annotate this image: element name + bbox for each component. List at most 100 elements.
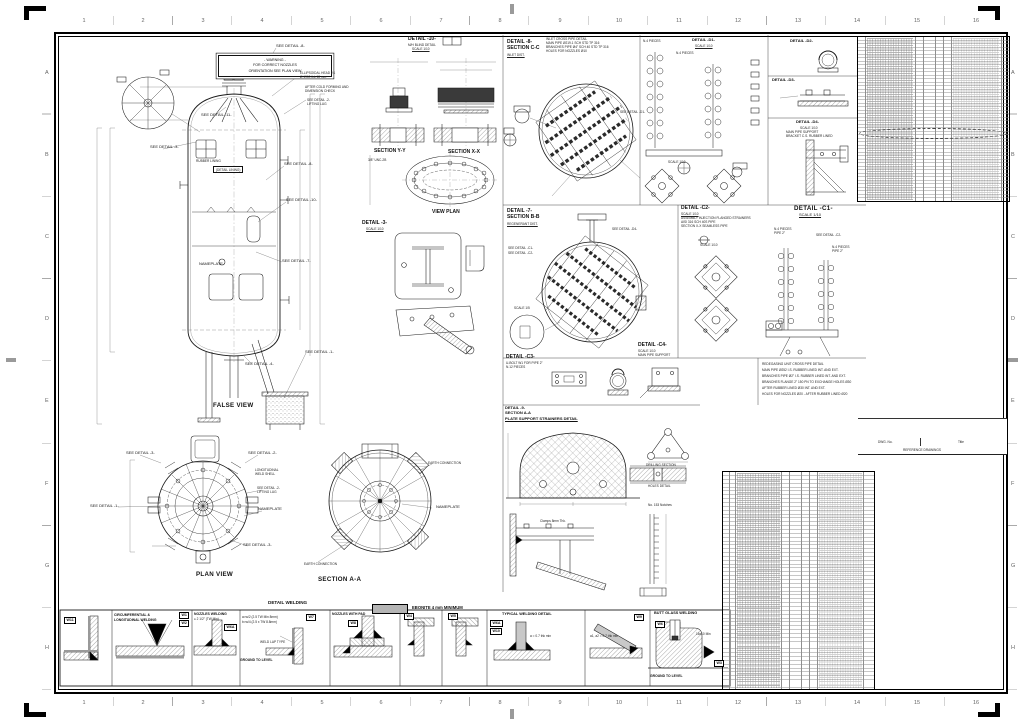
weld-tag-w11: W11 bbox=[64, 617, 77, 624]
grid-col: 10 bbox=[615, 18, 623, 24]
title-detail-d4: DETAIL -D4- bbox=[796, 119, 819, 124]
grid-row: E bbox=[45, 398, 49, 404]
pv-see-detail-1: SEE DETAIL -1- bbox=[90, 503, 119, 508]
caption-false-view: FALSE VIEW bbox=[213, 402, 254, 409]
pv-nameplate: NAMEPLATE bbox=[258, 506, 282, 511]
pv-see-detail-3: SEE DETAIL -3- bbox=[126, 450, 155, 455]
grid-col: 5 bbox=[320, 18, 324, 24]
weld-c8-title: TYPICAL WELDING DETAIL bbox=[502, 612, 552, 616]
grid-col: 4 bbox=[260, 18, 264, 24]
bill-of-materials-table-bottom bbox=[722, 471, 875, 690]
grid-col: 14 bbox=[853, 18, 861, 24]
pv-see-detail-3b: SEE DETAIL -3- bbox=[243, 542, 272, 547]
subtitle-c4-support: MAIN PIPE SUPPORT bbox=[638, 353, 671, 357]
weld-c5-title: NOZZLES WITH PAD bbox=[332, 612, 366, 616]
callout-nameplate: NAMEPLATE bbox=[199, 261, 223, 266]
grid-row: G bbox=[1011, 563, 1016, 569]
note-d8-4: HOLES FOR NOZZLES Ø10 bbox=[546, 49, 587, 53]
table-text-texture bbox=[953, 38, 999, 200]
grid-ticks-bottom bbox=[54, 697, 1004, 706]
title-detail-c3: DETAIL -C3- bbox=[506, 354, 535, 360]
revision-cloud bbox=[859, 128, 1007, 139]
note-redegas-6: HOLES FOR NOZZLES Ø20 - AFTER RUBBER LIN… bbox=[762, 392, 848, 396]
subtitle-detail-7-reg: REGENERANT DIST. bbox=[507, 222, 538, 226]
table-text-texture bbox=[867, 38, 913, 200]
grid-row: A bbox=[45, 70, 49, 76]
pv-long-weld1: LONGITUDINAL bbox=[255, 468, 279, 472]
callout-lifting-lug2: LIFTING LUG bbox=[307, 102, 327, 106]
weld-c4-ground: GROUND TO LEVEL bbox=[240, 658, 273, 662]
grid-row: F bbox=[45, 481, 49, 487]
callout-see-detail-d1: SEE DETAIL -D1- bbox=[620, 110, 646, 114]
weld-tag-w7: W7 bbox=[306, 614, 317, 621]
ebonite-legend-swatch bbox=[372, 604, 408, 614]
note-notches: No. 153 Notches bbox=[648, 503, 672, 507]
crop-mark-bottom-left-v bbox=[24, 703, 29, 717]
grid-col: 1 bbox=[82, 700, 86, 706]
title-detail-10: DETAIL -10- bbox=[408, 36, 436, 42]
subtitle-d1-scale: SCALE 1/10 bbox=[695, 44, 713, 48]
table-text-texture bbox=[819, 473, 862, 688]
callout-see-detail-c1: SEE DETAIL -C1- bbox=[508, 246, 534, 250]
subtitle-c1-scale: SCALE 1/10 bbox=[799, 212, 822, 217]
callout-see-detail-d4: SEE DETAIL -D4- bbox=[612, 227, 638, 231]
grid-row: A bbox=[1011, 70, 1015, 76]
grid-col: 8 bbox=[498, 18, 502, 24]
note-d1-n4a: N.4 PIECES bbox=[643, 39, 661, 43]
grid-ticks-left bbox=[42, 32, 51, 690]
grid-col: 12 bbox=[734, 18, 742, 24]
weld-tag-w8: W8 bbox=[348, 620, 359, 627]
refblock-dwg-no: DWG. No. bbox=[878, 440, 893, 444]
title-detail-d3: DETAIL -D3- bbox=[772, 77, 795, 82]
weld-c10-dim: 16x10 Min bbox=[696, 632, 711, 636]
note-c1-pipe-b: PIPE 2" bbox=[832, 249, 844, 253]
refblock-title: Title bbox=[958, 440, 964, 444]
table-text-texture bbox=[737, 473, 780, 688]
grid-col: 13 bbox=[794, 700, 802, 706]
weld-tag-w5: W5 bbox=[448, 613, 459, 620]
note-rubber-lining: RUBBER LINING bbox=[196, 159, 221, 163]
title-detail-d1: DETAIL -D1- bbox=[692, 37, 715, 42]
fold-mark-bottom bbox=[510, 709, 514, 719]
subtitle-detail-7-sec: SECTION B-B bbox=[507, 214, 540, 220]
caption-section-aa: SECTION A-A bbox=[318, 576, 362, 583]
grid-col: 3 bbox=[201, 18, 205, 24]
grid-col: 10 bbox=[615, 700, 623, 706]
pv-lug1: SEE DETAIL -2- bbox=[257, 486, 280, 490]
note-scale-1-5: SCALE 1/5 bbox=[514, 306, 530, 310]
weld-tag-w2: W2 bbox=[179, 620, 190, 627]
note-redegas-5: AFTER RUBBER LINED Ø30 INT. AND EXT. bbox=[762, 386, 826, 390]
crop-mark-bottom-left bbox=[24, 712, 46, 717]
weld-c4-note2: b=w/4 (2.5 x TW 8.8mm) bbox=[242, 620, 277, 624]
note-redegas-4: BRANCHES FLANGE 2" 150 PN TO EXCHANGE HO… bbox=[762, 380, 852, 384]
grid-row: H bbox=[45, 645, 49, 651]
grid-col: 3 bbox=[201, 700, 205, 706]
grid-col: 6 bbox=[379, 700, 383, 706]
caption-holes-detail: HOLES DETAIL bbox=[648, 484, 671, 488]
ebonite-legend-label: EBONITE 4 mm MINIMUM bbox=[412, 605, 463, 610]
crop-mark-bottom-right-v bbox=[995, 703, 1000, 717]
weld-c3-title1: NOZZLES WELDING bbox=[194, 612, 227, 616]
note-c1-pipe-a: PIPE 2" bbox=[774, 231, 786, 235]
grid-row: E bbox=[1011, 398, 1015, 404]
callout-c1-see-c2: SEE DETAIL -C2- bbox=[816, 233, 842, 237]
callout-see-detail-11: SEE DETAIL -11- bbox=[201, 112, 232, 117]
grid-col: 4 bbox=[260, 700, 264, 706]
grid-col: 11 bbox=[676, 700, 682, 706]
fold-mark-right bbox=[1008, 358, 1018, 362]
weld-c3-title2: ≤ 2 1/2" (TW Min) bbox=[194, 617, 219, 621]
pv-see-detail-2: SEE DETAIL -2- bbox=[248, 450, 277, 455]
weld-tag-w6a2: W6A bbox=[490, 620, 503, 627]
weld-c8-note: a = 0.7 thk min bbox=[530, 634, 551, 638]
note-redegas-1: REDEGASING UNIT CROSS PIPE DETAIL bbox=[762, 362, 824, 366]
caption-view-plan: VIEW PLAN bbox=[432, 209, 460, 215]
grid-row: H bbox=[1011, 645, 1015, 651]
grid-col: 13 bbox=[794, 18, 802, 24]
note-detail-lining: (DETAIL LINING) bbox=[213, 166, 244, 173]
bill-of-materials-table-top bbox=[857, 36, 1010, 202]
pv-long-weld2: WELD SHELL bbox=[255, 472, 276, 476]
weld-c4-laptype: WELD LAP TYPE bbox=[260, 640, 286, 644]
subtitle-c2-seamless: SECTION X-X SEAMLESS PIPE bbox=[681, 224, 728, 228]
grid-row: C bbox=[45, 234, 49, 240]
